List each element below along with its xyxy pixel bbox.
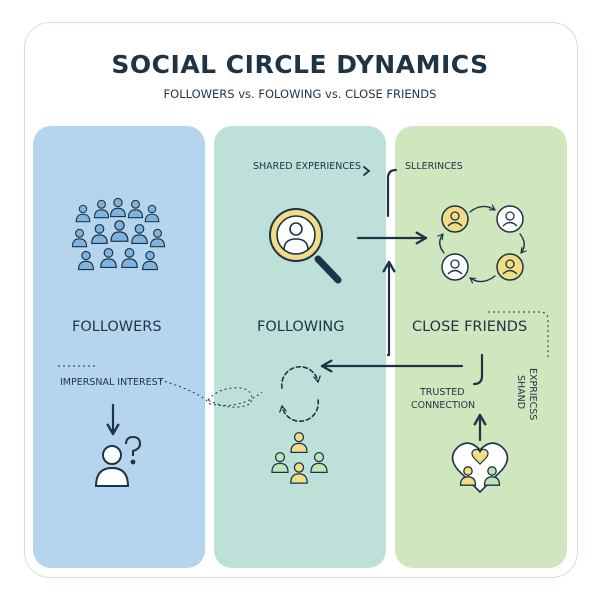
expressed-label-line2: SHAND bbox=[515, 375, 526, 410]
impersonal-interest-label: IMPERSNAL INTEREST bbox=[60, 377, 164, 388]
diagram-subtitle: FOLLOWERS vs. FOLOWING vs. CLOSE FRIENDS bbox=[163, 87, 437, 101]
close-friends-column bbox=[395, 126, 567, 568]
close-friends-label: CLOSE FRIENDS bbox=[412, 319, 528, 335]
shared-experiences-label: SHARED EXPERIENCES bbox=[253, 161, 362, 172]
following-label: FOLLOWING bbox=[257, 319, 345, 335]
followers-column bbox=[33, 126, 205, 568]
expressed-label-line1: EXPRIECSS bbox=[527, 368, 538, 421]
trusted-label-line2: CONNECTION bbox=[411, 400, 476, 411]
sllerinces-label: SLLERINCES bbox=[405, 161, 463, 172]
diagram-title: SOCIAL CIRCLE DYNAMICS bbox=[111, 50, 489, 79]
followers-label: FOLLOWERS bbox=[72, 319, 162, 335]
trusted-label-line1: TRUSTED bbox=[420, 387, 465, 398]
following-column bbox=[214, 126, 386, 568]
